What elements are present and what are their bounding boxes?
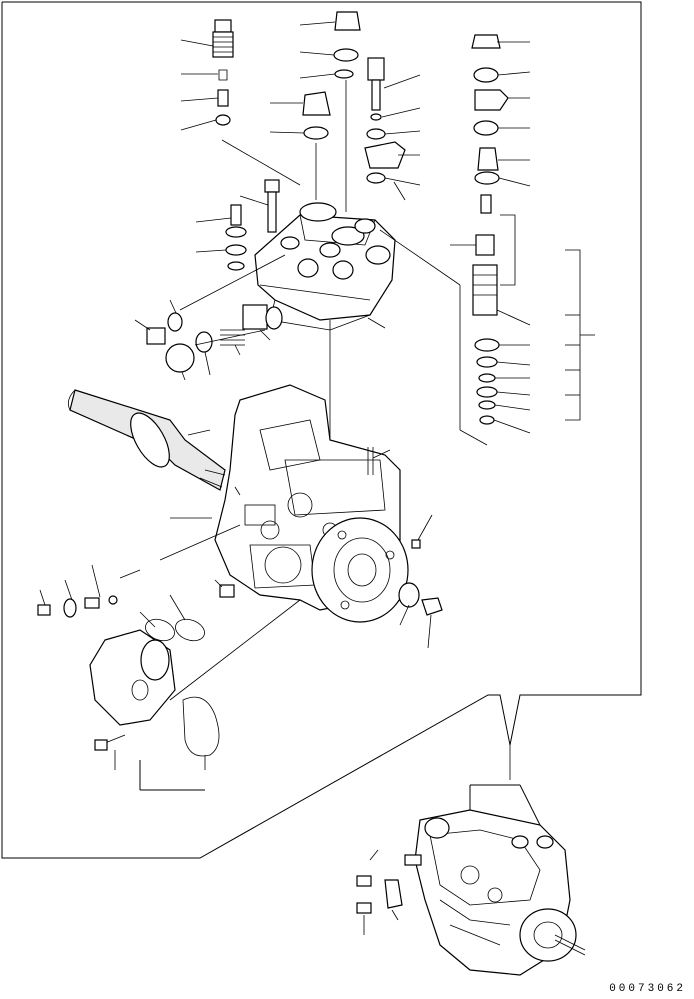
callout-brackets — [500, 214, 595, 421]
governor-parts — [37, 429, 443, 757]
drive-shaft — [67, 389, 226, 491]
overview-pump — [356, 809, 586, 976]
right-column-parts — [471, 34, 509, 425]
center-column-parts — [302, 11, 406, 184]
drawing-number: 00073062 — [609, 983, 686, 995]
front-flange — [311, 517, 409, 623]
overview-leaders — [139, 760, 541, 826]
left-column-parts — [212, 19, 280, 271]
detail-frame — [1, 1, 642, 859]
guide-lines — [159, 80, 488, 701]
left-side-parts — [146, 304, 283, 373]
delivery-valve-block — [254, 202, 396, 331]
callout-leaders — [39, 21, 531, 770]
